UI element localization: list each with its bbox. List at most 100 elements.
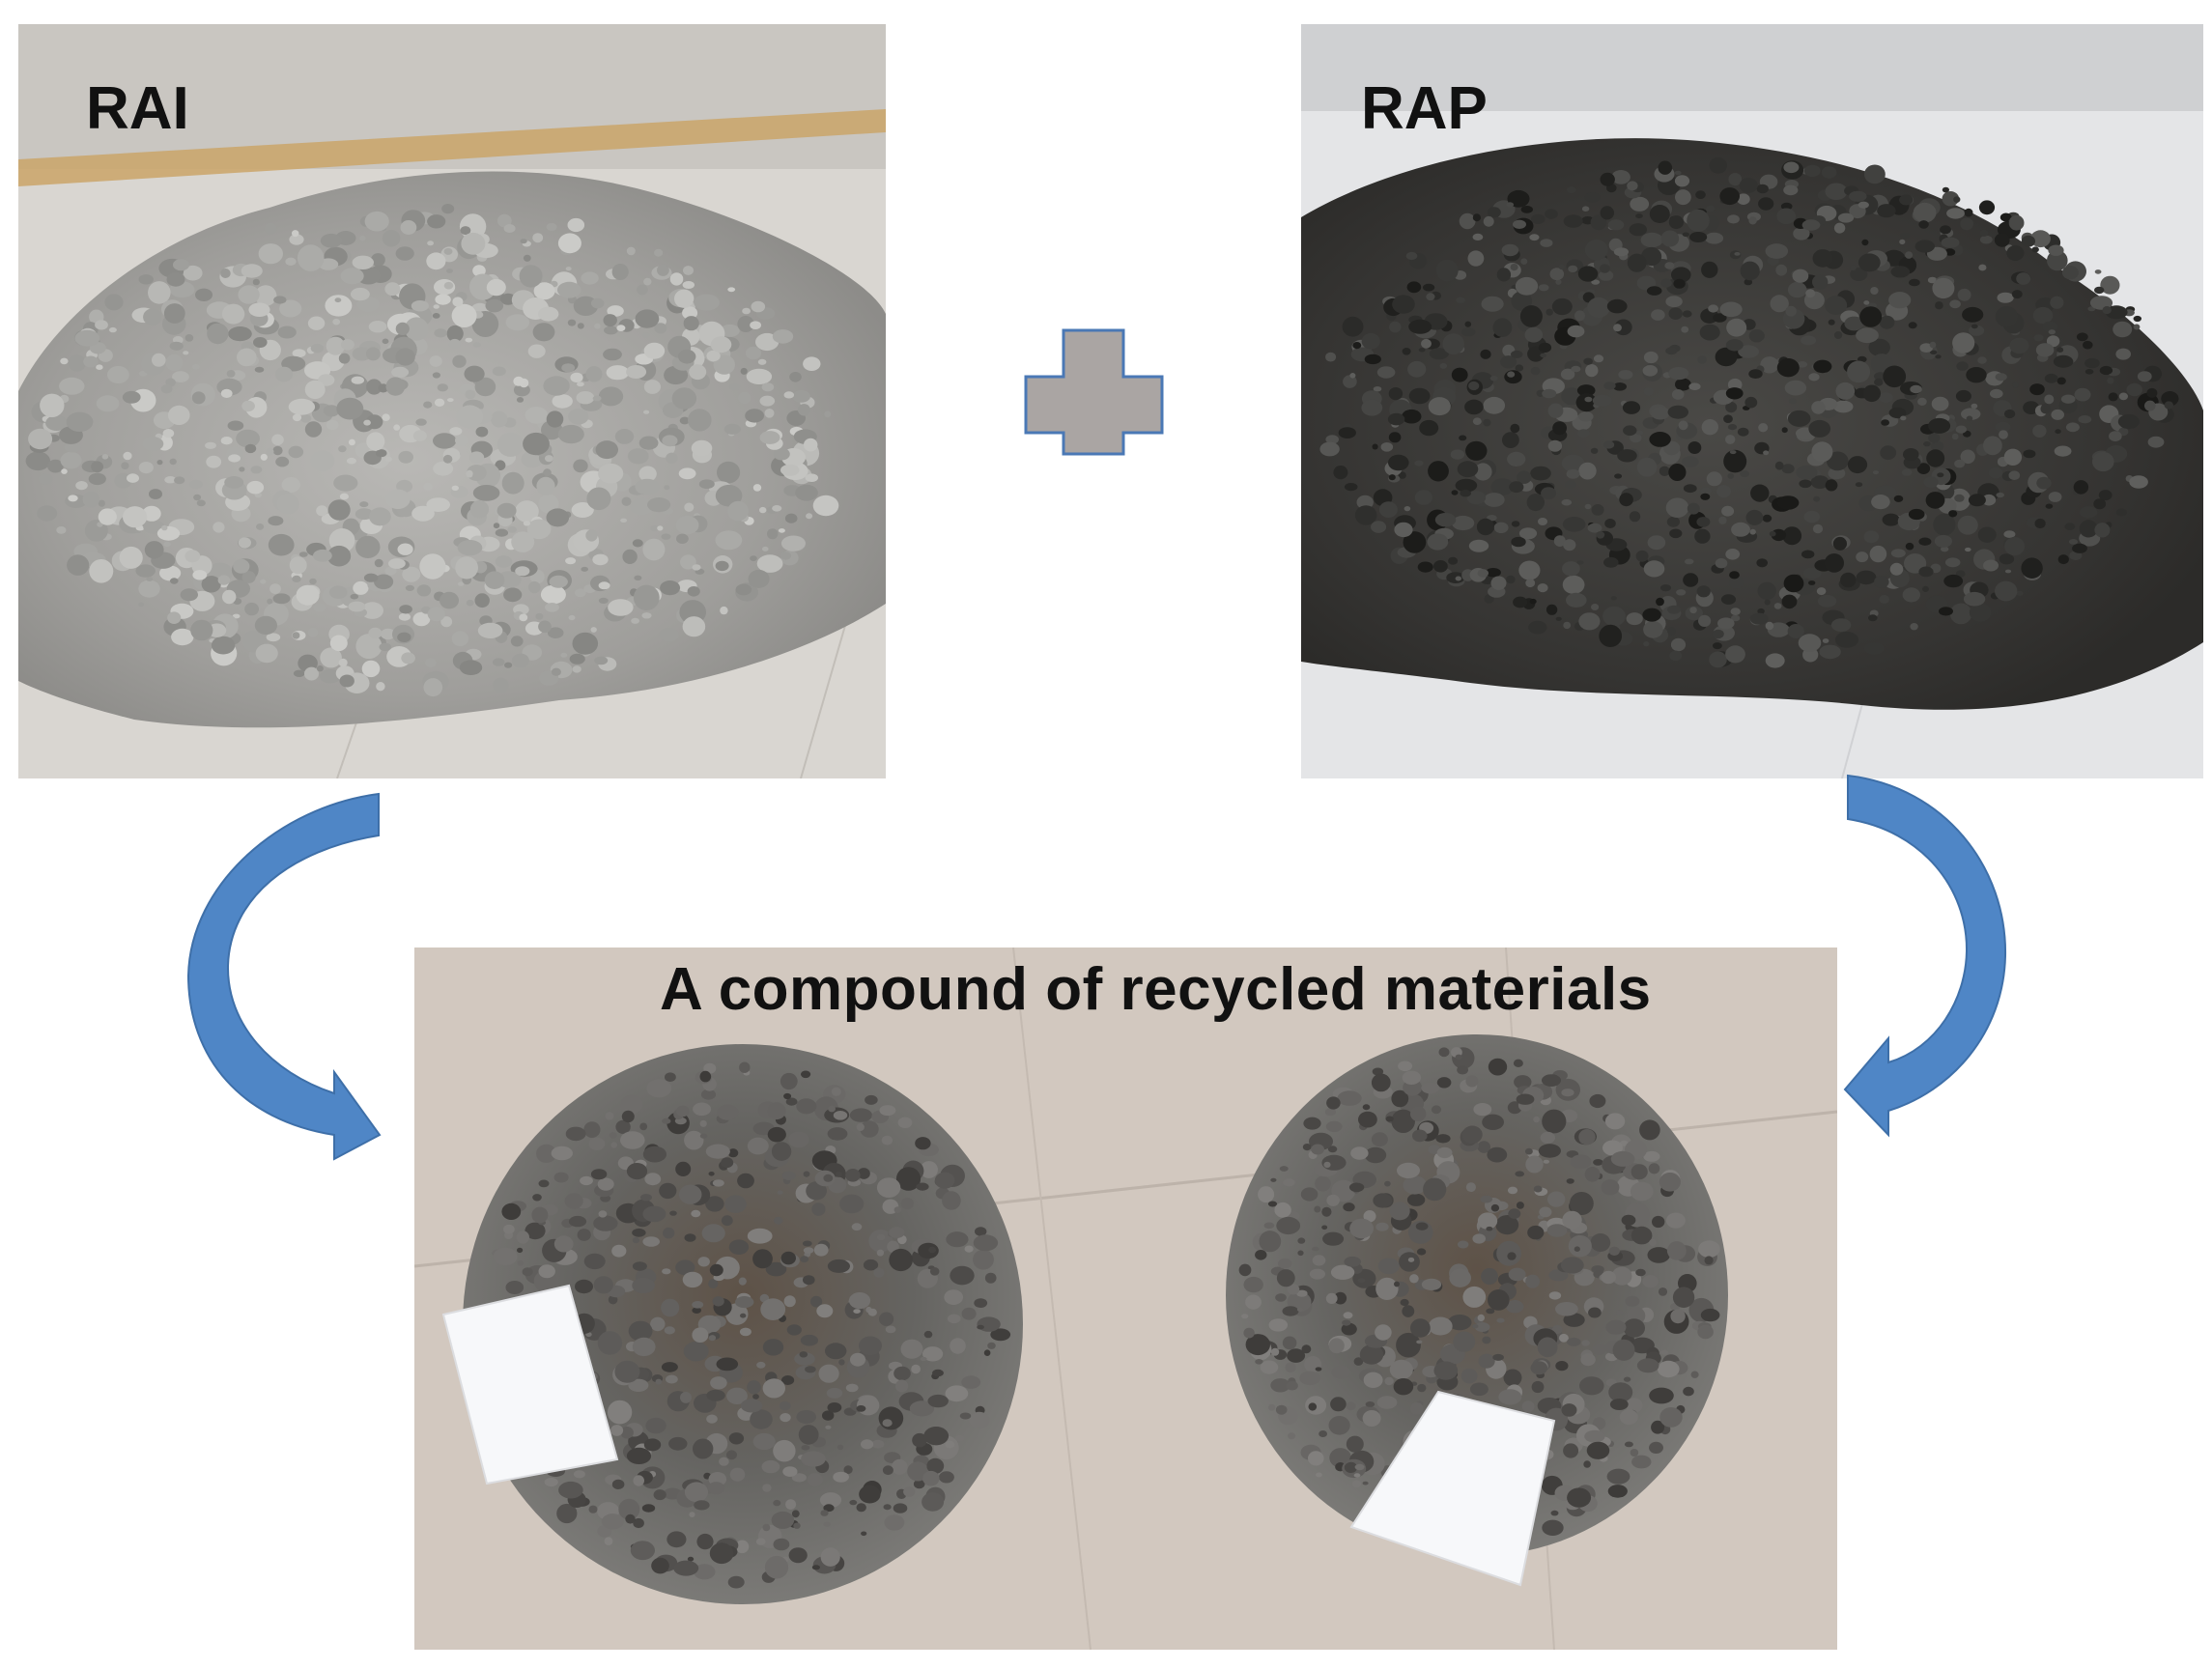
gravel-stone	[1932, 277, 1955, 299]
gravel-stone	[1999, 430, 2008, 439]
gravel-stone	[123, 506, 148, 528]
gravel-stone	[355, 634, 383, 660]
gravel-stone	[740, 1313, 747, 1318]
gravel-stone	[1837, 212, 1855, 223]
gravel-stone	[881, 1135, 893, 1146]
gravel-stone	[411, 505, 435, 522]
gravel-stone	[1659, 1173, 1681, 1192]
gravel-stone	[1824, 553, 1844, 573]
gravel-stone	[399, 605, 412, 614]
gravel-stone	[837, 1444, 844, 1451]
gravel-stone	[1477, 569, 1489, 578]
gravel-stone	[662, 435, 678, 447]
gravel-stone	[1518, 560, 1541, 580]
gravel-stone	[628, 1320, 653, 1342]
gravel-stone	[783, 1295, 796, 1308]
gravel-stone	[146, 577, 154, 581]
gravel-stone	[517, 1259, 525, 1266]
gravel-stone	[920, 1356, 927, 1362]
gravel-stone	[668, 1436, 688, 1451]
gravel-stone	[1748, 369, 1763, 379]
gravel-stone	[2093, 498, 2107, 510]
gravel-stone	[1315, 1367, 1322, 1372]
gravel-stone	[1983, 559, 1999, 572]
gravel-stone	[1260, 1360, 1279, 1374]
gravel-stone	[1459, 212, 1476, 230]
gravel-stone	[468, 451, 485, 464]
gravel-stone	[298, 552, 308, 557]
gravel-stone	[2092, 451, 2114, 472]
gravel-stone	[320, 233, 343, 248]
gravel-stone	[892, 1458, 908, 1475]
gravel-stone	[650, 524, 659, 532]
gravel-stone	[1584, 503, 1592, 510]
gravel-stone	[1966, 415, 1973, 422]
gravel-stone	[1716, 485, 1731, 498]
gravel-stone	[89, 559, 114, 583]
gravel-stone	[1863, 642, 1885, 655]
gravel-stone	[1540, 1131, 1556, 1144]
gravel-stone	[1659, 1407, 1683, 1428]
gravel-stone	[1596, 531, 1605, 539]
gravel-stone	[1282, 1336, 1297, 1350]
gravel-stone	[1330, 1397, 1347, 1412]
gravel-stone	[932, 1369, 944, 1377]
gravel-stone	[1561, 498, 1573, 506]
gravel-stone	[1777, 495, 1800, 510]
gravel-stone	[819, 1492, 842, 1509]
gravel-stone	[416, 584, 432, 597]
gravel-stone	[2118, 392, 2128, 401]
gravel-stone	[1764, 599, 1771, 606]
gravel-stone	[1821, 166, 1837, 179]
gravel-stone	[561, 363, 576, 373]
gravel-stone	[546, 223, 557, 231]
gravel-stone	[1493, 522, 1509, 533]
gravel-stone	[860, 1120, 879, 1138]
gravel-stone	[1698, 614, 1712, 628]
gravel-stone	[366, 379, 383, 395]
gravel-stone	[382, 338, 389, 345]
gravel-stone	[590, 1169, 608, 1180]
gravel-stone	[2079, 506, 2098, 519]
gravel-stone	[2054, 445, 2072, 457]
gravel-stone	[1623, 425, 1637, 437]
gravel-stone	[2004, 537, 2026, 556]
gravel-stone	[1850, 265, 1857, 271]
gravel-stone	[759, 431, 780, 444]
gravel-stone	[983, 1349, 991, 1356]
gravel-stone	[1643, 1150, 1660, 1162]
gravel-stone	[1507, 1186, 1518, 1195]
gravel-stone	[1787, 624, 1804, 638]
gravel-stone	[1542, 1109, 1567, 1134]
gravel-stone	[348, 601, 366, 612]
gravel-stone	[1513, 1059, 1523, 1067]
gravel-stone	[759, 395, 776, 407]
gravel-stone	[1338, 427, 1356, 438]
gravel-stone	[795, 484, 818, 501]
gravel-stone	[728, 383, 741, 391]
gravel-stone	[694, 294, 720, 311]
gravel-stone	[277, 325, 297, 339]
gravel-stone	[889, 1227, 905, 1238]
gravel-stone	[540, 584, 566, 605]
gravel-stone	[565, 1126, 586, 1142]
gravel-stone	[1899, 194, 1914, 206]
gravel-stone	[843, 1465, 853, 1474]
gravel-stone	[626, 1447, 652, 1464]
gravel-stone	[1963, 591, 1986, 607]
gravel-stone	[1983, 436, 2002, 456]
gravel-stone	[750, 555, 757, 561]
gravel-stone	[497, 432, 524, 457]
gravel-stone	[2030, 230, 2051, 248]
gravel-stone	[747, 1228, 773, 1244]
gravel-stone	[1863, 300, 1870, 305]
gravel-stone	[791, 1473, 807, 1483]
gravel-stone	[374, 558, 383, 568]
gravel-stone	[826, 1387, 843, 1399]
gravel-stone	[188, 479, 203, 490]
gravel-stone	[1566, 186, 1576, 194]
gravel-stone	[1723, 449, 1747, 473]
gravel-stone	[1995, 421, 2011, 433]
gravel-stone	[172, 371, 189, 382]
gravel-stone	[1362, 1104, 1371, 1111]
